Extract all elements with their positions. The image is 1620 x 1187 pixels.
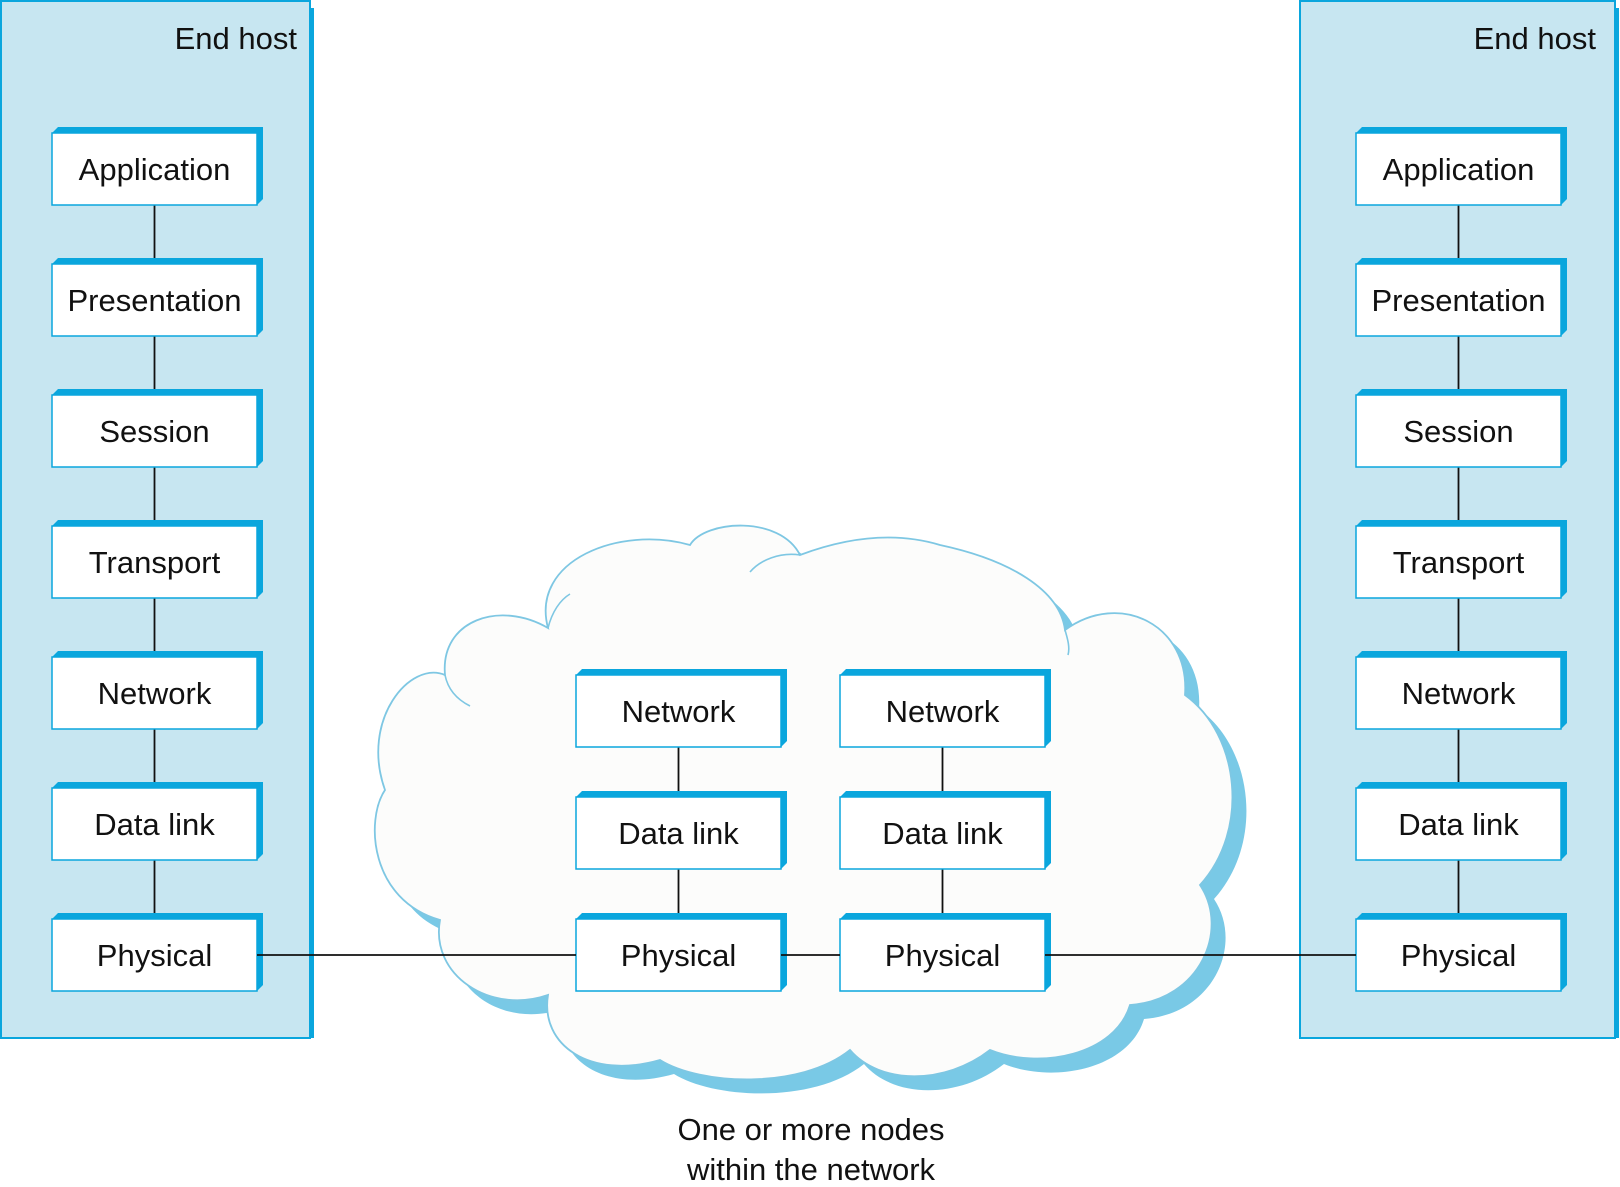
layer-box-face [1355, 263, 1562, 337]
layer-box-face [1355, 787, 1562, 861]
layer-box-face [575, 674, 782, 748]
layer-box-network: Network [839, 669, 1051, 748]
layer-label: Physical [621, 938, 736, 973]
layer-box-face [51, 525, 258, 599]
layer-box-face [1355, 394, 1562, 468]
layer-box-presentation: Presentation [1355, 258, 1567, 337]
cloud-body [374, 524, 1234, 1081]
layer-label: Application [79, 152, 231, 187]
layer-label: Session [99, 414, 209, 449]
layer-box-network: Network [1355, 651, 1567, 730]
layer-label: Application [1383, 152, 1535, 187]
layer-label: Data link [1398, 807, 1519, 842]
layer-box-face [839, 674, 1046, 748]
layer-box-transport: Transport [1355, 520, 1567, 599]
layer-label: Network [1402, 676, 1516, 711]
layer-label: Physical [1401, 938, 1516, 973]
layer-label: Physical [885, 938, 1000, 973]
layer-box-physical: Physical [839, 913, 1051, 992]
layer-label: Session [1403, 414, 1513, 449]
layer-label: Presentation [67, 283, 241, 318]
layer-box-physical: Physical [1355, 913, 1567, 992]
host-title: End host [1474, 21, 1597, 56]
layer-label: Data link [94, 807, 215, 842]
caption-line-1: One or more nodes [677, 1112, 944, 1147]
layer-box-face [51, 394, 258, 468]
layer-box-face [1355, 918, 1562, 992]
layer-box-face [51, 263, 258, 337]
layer-box-face [839, 796, 1046, 870]
cloud-fold-line [547, 593, 571, 629]
host-title: End host [175, 21, 298, 56]
layer-box-transport: Transport [51, 520, 263, 599]
layer-box-data-link: Data link [1355, 782, 1567, 861]
caption-line-2: within the network [686, 1152, 936, 1187]
layer-box-application: Application [1355, 127, 1567, 206]
layer-box-face [51, 918, 258, 992]
layer-box-data-link: Data link [575, 791, 787, 870]
layer-label: Physical [97, 938, 212, 973]
layer-label: Data link [882, 816, 1003, 851]
layer-box-network: Network [51, 651, 263, 730]
layer-box-face [51, 132, 258, 206]
layer-label: Data link [618, 816, 739, 851]
layer-box-network: Network [575, 669, 787, 748]
layer-box-session: Session [1355, 389, 1567, 468]
layer-label: Transport [1393, 545, 1525, 580]
layer-stack: ApplicationPresentationSessionTransportN… [51, 127, 263, 992]
layer-box-physical: Physical [575, 913, 787, 992]
layer-stack: ApplicationPresentationSessionTransportN… [1355, 127, 1567, 992]
cloud-fold-line [749, 553, 801, 573]
layer-box-presentation: Presentation [51, 258, 263, 337]
layer-box-face [1355, 656, 1562, 730]
layer-box-data-link: Data link [51, 782, 263, 861]
layer-box-face [1355, 132, 1562, 206]
layer-box-face [51, 787, 258, 861]
layer-label: Network [622, 694, 736, 729]
right-end-host: End host ApplicationPresentationSessionT… [1299, 0, 1619, 1039]
layer-label: Transport [89, 545, 221, 580]
layer-label: Presentation [1371, 283, 1545, 318]
cloud-fold-line [444, 674, 471, 707]
layer-label: Network [98, 676, 212, 711]
network-cloud [374, 524, 1247, 1094]
layer-box-application: Application [51, 127, 263, 206]
layer-box-data-link: Data link [839, 791, 1051, 870]
layer-box-face [575, 796, 782, 870]
layer-box-face [51, 656, 258, 730]
layer-box-physical: Physical [51, 913, 263, 992]
layer-box-face [1355, 525, 1562, 599]
cloud-fold-line [1064, 629, 1070, 656]
layer-box-session: Session [51, 389, 263, 468]
layer-label: Network [886, 694, 1000, 729]
left-end-host: End host ApplicationPresentationSessionT… [0, 0, 314, 1039]
